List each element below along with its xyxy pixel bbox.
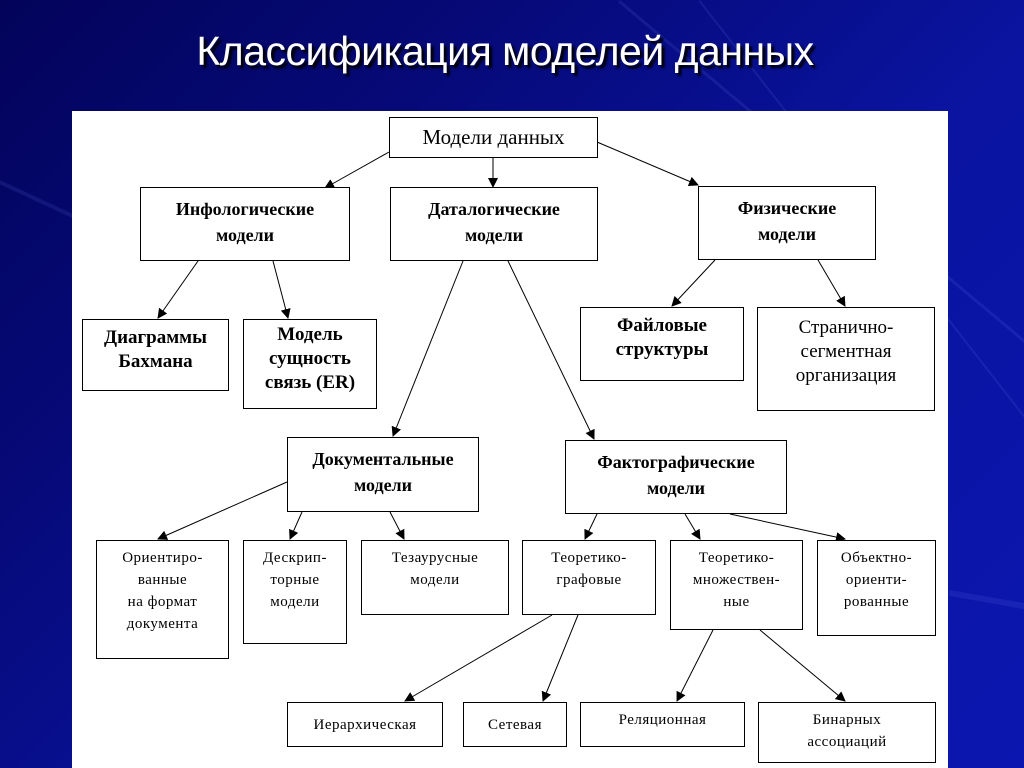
arrow-documentary-to-format-oriented (157, 481, 288, 540)
arrow-infological-to-bachman (157, 260, 199, 319)
arrow-datalogical-to-factographic (507, 260, 595, 440)
node-label: Документальные модели (312, 449, 454, 495)
node-factographic: Фактографические модели (565, 440, 787, 514)
node-label: Физические модели (737, 198, 837, 244)
node-label: Тезаурусные модели (391, 550, 479, 588)
node-relational: Реляционная (580, 702, 745, 747)
arrow-factographic-to-object-oriented (729, 513, 846, 542)
arrow-documentary-to-thesaurus (389, 511, 405, 540)
node-infological: Инфологические модели (140, 187, 350, 261)
arrow-documentary-to-descriptor (289, 511, 303, 540)
node-thesaurus: Тезаурусные модели (361, 540, 509, 615)
node-format-oriented: Ориентиро- ванные на формат документа (96, 540, 229, 659)
arrow-root-to-physical (596, 141, 699, 187)
node-er: Модель сущность связь (ER) (243, 319, 377, 409)
node-label: Даталогические модели (428, 199, 560, 245)
node-hierarchical: Иерархическая (287, 702, 443, 747)
node-label: Модели данных (422, 125, 565, 149)
node-object-oriented: Объектно- ориенти- рованные (817, 540, 936, 636)
node-label: Объектно- ориенти- рованные (840, 550, 913, 610)
node-label: Теоретико- графовые (551, 550, 627, 588)
slide-title: Классификация моделей данных (196, 28, 814, 74)
node-label: Диаграммы Бахмана (104, 327, 207, 372)
node-physical: Физические модели (698, 186, 876, 260)
node-binary-assoc: Бинарных ассоциаций (758, 702, 936, 763)
node-file-structures: Файловые структуры (580, 307, 744, 381)
node-label: Файловые структуры (615, 315, 709, 360)
arrow-physical-to-page-segment (817, 259, 846, 307)
node-label: Бинарных ассоциаций (807, 712, 887, 750)
node-label: Странично- сегментная организация (795, 317, 897, 386)
node-root: Модели данных (389, 117, 598, 158)
node-set-theoretic: Теоретико- множествен- ные (670, 540, 803, 630)
arrow-graph-theoretic-to-hierarchical (404, 614, 553, 702)
node-label: Теоретико- множествен- ные (692, 550, 781, 610)
arrow-factographic-to-set-theoretic (684, 513, 701, 540)
node-label: Инфологические модели (175, 199, 315, 245)
arrow-root-to-infological (324, 151, 390, 189)
node-page-segment: Странично- сегментная организация (757, 307, 935, 411)
node-bachman: Диаграммы Бахмана (82, 319, 229, 391)
node-label: Иерархическая (313, 716, 417, 733)
node-documentary: Документальные модели (287, 437, 479, 512)
arrow-datalogical-to-documentary (391, 260, 464, 437)
arrow-set-theoretic-to-relational (676, 629, 714, 702)
node-label: Сетевая (487, 716, 542, 733)
node-label: Фактографические модели (597, 452, 755, 498)
node-descriptor: Дескрип- торные модели (243, 540, 347, 644)
node-datalogical: Даталогические модели (390, 187, 598, 261)
node-label: Реляционная (618, 712, 707, 728)
node-network: Сетевая (463, 702, 567, 747)
arrow-set-theoretic-to-binary-assoc (759, 629, 846, 702)
arrow-graph-theoretic-to-network (541, 614, 579, 702)
node-label: Дескрип- торные модели (263, 550, 327, 610)
arrow-factographic-to-graph-theoretic (584, 513, 598, 540)
node-label: Ориентиро- ванные на формат документа (122, 550, 203, 632)
arrow-infological-to-er (272, 260, 291, 319)
arrow-physical-to-file-structures (671, 259, 716, 307)
node-label: Модель сущность связь (ER) (264, 324, 356, 393)
node-graph-theoretic: Теоретико- графовые (522, 540, 656, 615)
